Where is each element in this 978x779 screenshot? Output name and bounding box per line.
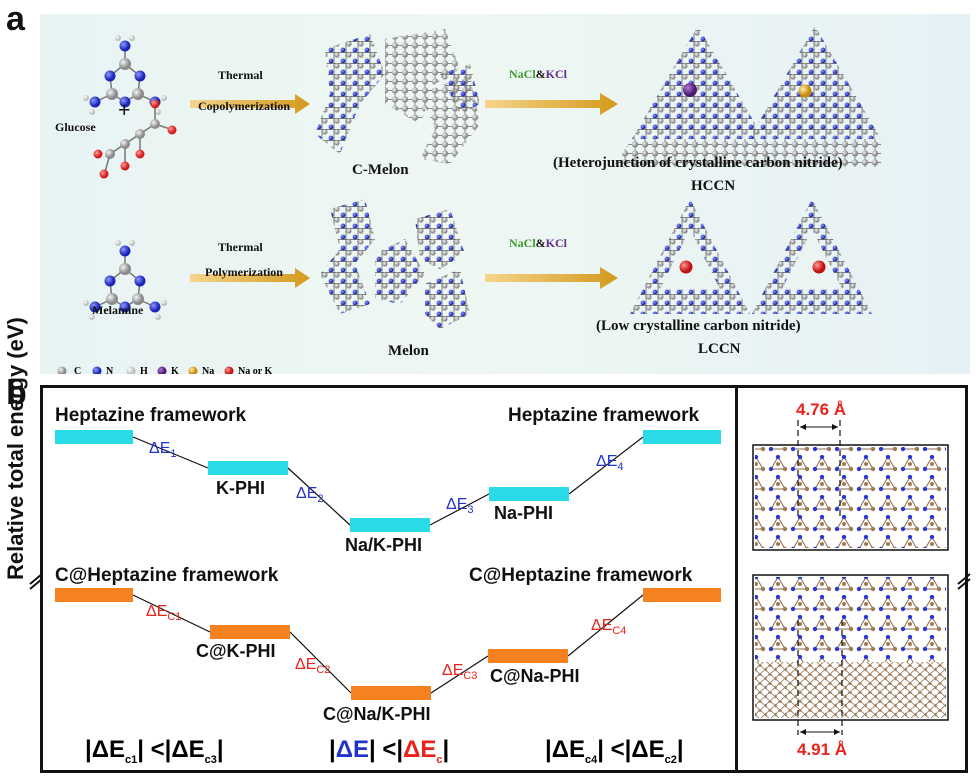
- delta-ec3-subscript: C3: [463, 670, 478, 683]
- delta-e3-label: ΔE3: [446, 496, 473, 516]
- level-heptazine-right: [643, 430, 721, 444]
- ineq-right-delta-b: ΔE: [631, 736, 665, 763]
- level-heptazine-left: [55, 430, 133, 444]
- salt-bot-kcl: KCl: [545, 236, 568, 250]
- delta-e1-subscript: 1: [170, 448, 177, 461]
- salt-top-nacl: NaCl: [509, 67, 536, 81]
- ineq-left-delta-b: ΔE: [171, 736, 205, 763]
- delta-e2-subscript: 2: [317, 493, 324, 506]
- delta-ec3-symbol: ΔE: [442, 662, 464, 679]
- structure-panels: [752, 420, 949, 735]
- salt-label-bottom: NaCl&KCl: [509, 236, 567, 251]
- level-c-heptazine-left: [55, 588, 133, 602]
- inequality-left: |ΔEc1| <|ΔEc3|: [85, 736, 224, 766]
- glucose-label: Glucose: [55, 120, 96, 134]
- salt-top-kcl: KCl: [545, 67, 568, 81]
- ineq-right-sub-a: c4: [584, 753, 598, 766]
- legend-label-n: N: [106, 366, 114, 377]
- panel-b-divider: [735, 385, 738, 773]
- panel-a-graphics: [57, 26, 881, 374]
- legend-label-na: Na: [202, 366, 215, 377]
- ineq-left-delta-a: ΔE: [91, 736, 125, 763]
- melamine-label: Melamine: [92, 303, 144, 317]
- distance-bottom-label: 4.91 Å: [797, 740, 848, 759]
- panel-a-letter: a: [6, 0, 25, 38]
- level-c-na-phi: [488, 649, 568, 663]
- salt-bot-nacl: NaCl: [509, 236, 536, 250]
- legend-label-na-or-k: Na or K: [238, 366, 273, 377]
- delta-ec1-label: ΔEC1: [146, 603, 181, 623]
- salt-bot-amp: &: [535, 236, 546, 250]
- delta-ec2-symbol: ΔE: [295, 656, 317, 673]
- ineq-left-sub-b: c3: [204, 753, 217, 766]
- lccn-label: LCCN: [698, 341, 741, 357]
- ineq-mid-sub-c: c: [436, 753, 443, 766]
- hccn-label: HCCN: [691, 178, 736, 194]
- salt-label-top: NaCl&KCl: [509, 67, 567, 82]
- legend-label-c: C: [74, 366, 82, 377]
- distance-top-label: 4.76 Å: [796, 400, 847, 419]
- ineq-mid-delta-ec: ΔE: [403, 736, 437, 763]
- axis-break-right: [957, 573, 971, 590]
- melon-label: Melon: [388, 343, 429, 359]
- arrow2-label-line2: Polymerization: [205, 265, 283, 279]
- delta-e1-symbol: ΔE: [149, 440, 171, 457]
- delta-e4-subscript: 4: [617, 461, 624, 474]
- label-c-na-k-phi: C@Na/K-PHI: [323, 704, 431, 724]
- delta-e1-label: ΔE1: [149, 440, 176, 460]
- salt-top-amp: &: [535, 67, 546, 81]
- level-c-heptazine-right: [643, 588, 721, 602]
- delta-ec1-subscript: C1: [167, 611, 182, 624]
- arrow1-label-line1: Thermal: [218, 68, 263, 82]
- delta-e4-label: ΔE4: [596, 453, 623, 473]
- axis-break-left: [29, 573, 43, 590]
- delta-e4-symbol: ΔE: [596, 453, 618, 470]
- inequality-right: |ΔEc4| <|ΔEc2|: [545, 736, 684, 766]
- delta-ec3-label: ΔEC3: [442, 662, 477, 682]
- label-heptazine-left: Heptazine framework: [55, 405, 247, 426]
- level-c-na-k-phi: [351, 686, 431, 700]
- hccn-description: (Heterojunction of crystalline carbon ni…: [553, 155, 843, 171]
- ineq-mid-delta-e: ΔE: [335, 736, 369, 763]
- delta-ec2-subscript: C2: [316, 664, 331, 677]
- arrow2-label-line1: Thermal: [218, 240, 263, 254]
- delta-ec4-symbol: ΔE: [591, 617, 613, 634]
- panel-b-letter: b: [6, 374, 27, 412]
- label-na-phi: Na-PHI: [494, 503, 554, 523]
- label-c-heptazine-left: C@Heptazine framework: [55, 565, 279, 586]
- label-k-phi: K-PHI: [216, 478, 265, 498]
- delta-ec4-label: ΔEC4: [591, 617, 626, 637]
- label-na-k-phi: Na/K-PHI: [345, 535, 423, 555]
- c-melon-label: C-Melon: [352, 162, 409, 178]
- delta-ec2-label: ΔEC2: [295, 656, 330, 676]
- delta-e2-label: ΔE2: [296, 485, 323, 505]
- delta-ec4-subscript: C4: [612, 625, 627, 638]
- label-c-na-phi: C@Na-PHI: [490, 666, 580, 686]
- ineq-right-delta-a: ΔE: [551, 736, 585, 763]
- ineq-left-sub-a: c1: [124, 753, 138, 766]
- level-c-k-phi: [210, 625, 290, 639]
- legend-label-k: K: [171, 366, 179, 377]
- legend-label-h: H: [140, 366, 148, 377]
- delta-e3-subscript: 3: [467, 504, 474, 517]
- label-c-k-phi: C@K-PHI: [196, 641, 276, 661]
- arrow1-label-line2: Copolymerization: [198, 99, 290, 113]
- level-na-phi: [489, 487, 569, 501]
- label-c-heptazine-right: C@Heptazine framework: [469, 565, 693, 586]
- level-na-k-phi: [350, 518, 430, 532]
- ineq-right-sub-b: c2: [664, 753, 677, 766]
- delta-ec1-symbol: ΔE: [146, 603, 168, 620]
- plus-sign: +: [118, 97, 131, 122]
- delta-e3-symbol: ΔE: [446, 496, 468, 513]
- delta-e2-symbol: ΔE: [296, 485, 318, 502]
- lccn-description: (Low crystalline carbon nitride): [596, 318, 801, 334]
- level-k-phi: [208, 461, 288, 475]
- inequality-middle: |ΔE| <|ΔEc|: [329, 736, 450, 766]
- label-heptazine-right: Heptazine framework: [508, 405, 700, 426]
